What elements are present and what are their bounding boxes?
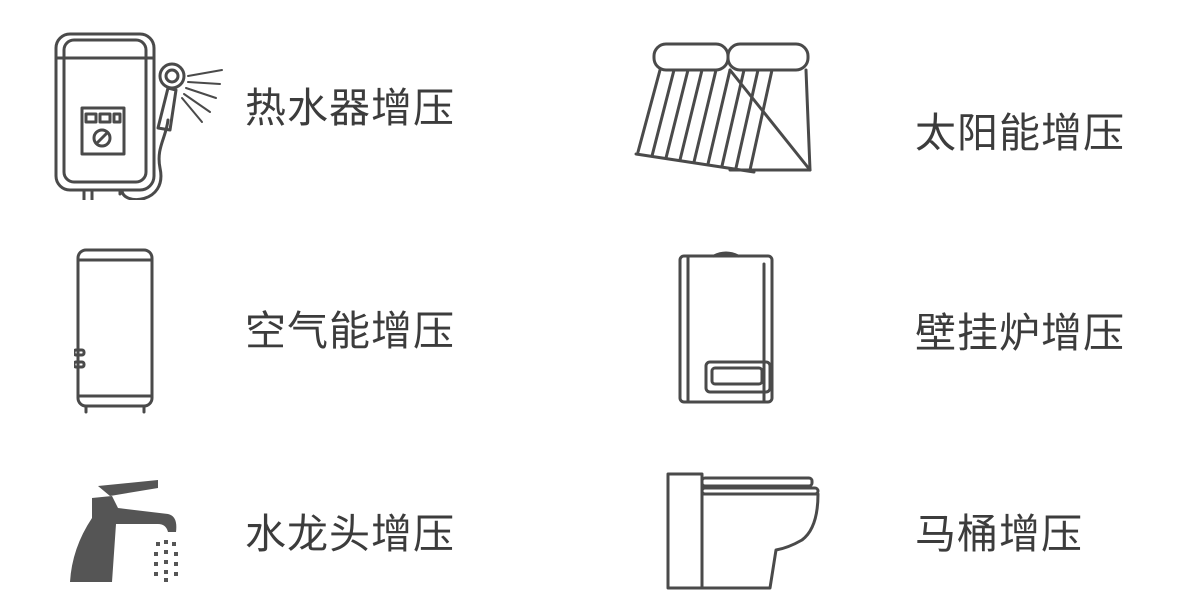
toilet-label: 马桶增压 xyxy=(915,510,1083,558)
wall-boiler-label: 壁挂炉增压 xyxy=(915,309,1125,357)
solar-heater-label: 太阳能增压 xyxy=(915,109,1125,157)
toilet-icon xyxy=(662,468,822,594)
faucet-icon xyxy=(68,478,188,584)
faucet-label: 水龙头增压 xyxy=(245,510,455,558)
air-energy-tank-icon xyxy=(74,246,156,416)
water-heater-label: 热水器增压 xyxy=(245,84,455,132)
air-energy-label: 空气能增压 xyxy=(245,307,455,355)
solar-heater-icon xyxy=(634,40,816,180)
water-heater-icon xyxy=(50,28,230,200)
wall-boiler-icon xyxy=(674,250,778,406)
